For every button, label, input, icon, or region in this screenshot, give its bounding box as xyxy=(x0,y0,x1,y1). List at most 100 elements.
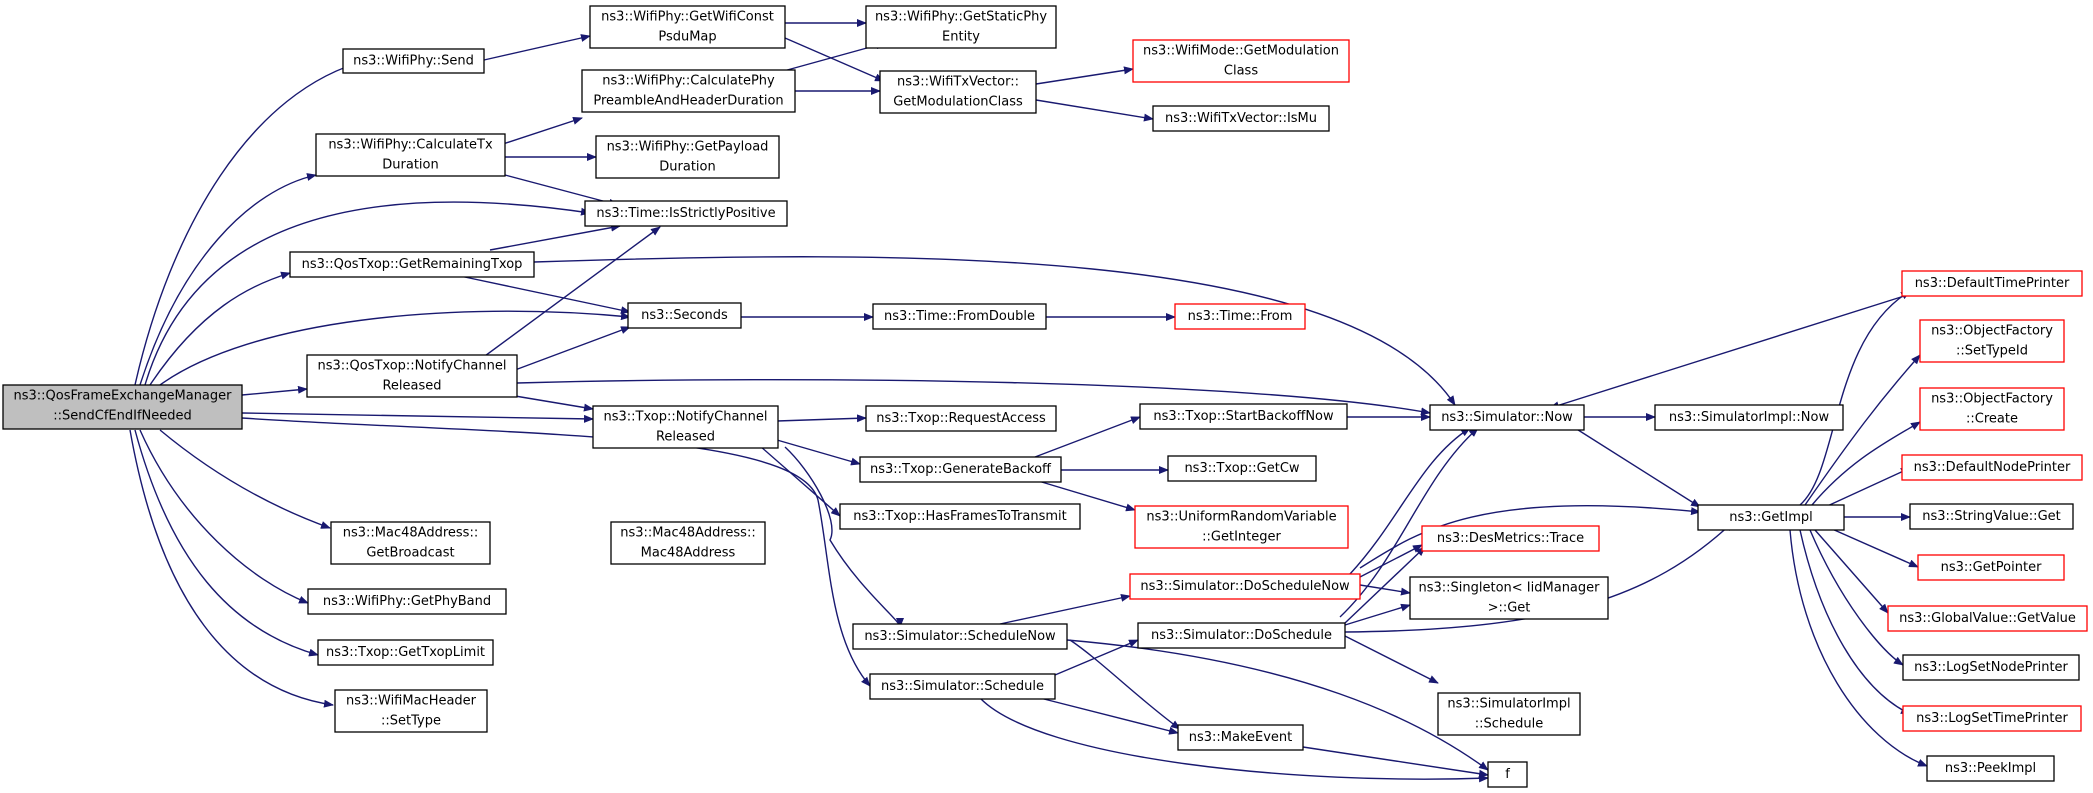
node-object-factory-create[interactable]: ns3::ObjectFactory ::Create xyxy=(1919,387,2065,431)
node-calc-tx-duration-line-1: ns3::WifiPhy::CalculateTx xyxy=(328,138,493,153)
node-get-impl[interactable]: ns3::GetImpl xyxy=(1697,504,1845,531)
node-get-remaining-txop-line-1: ns3::QosTxop::GetRemainingTxop xyxy=(302,257,523,272)
node-peek-impl-line-1: ns3::PeekImpl xyxy=(1945,761,2036,776)
node-get-static-phy-entity[interactable]: ns3::WifiPhy::GetStaticPhy Entity xyxy=(865,5,1057,49)
node-generate-backoff-line-1: ns3::Txop::GenerateBackoff xyxy=(870,462,1052,477)
node-simulator-now[interactable]: ns3::Simulator::Now xyxy=(1429,404,1585,431)
node-simimpl-schedule[interactable]: ns3::SimulatorImpl ::Schedule xyxy=(1437,692,1581,736)
node-schedule[interactable]: ns3::Simulator::Schedule xyxy=(869,673,1056,700)
node-do-schedule-now[interactable]: ns3::Simulator::DoScheduleNow xyxy=(1129,573,1361,600)
node-singleton-get-line-2: >::Get xyxy=(1488,601,1531,616)
node-get-integer[interactable]: ns3::UniformRandomVariable ::GetInteger xyxy=(1134,505,1349,549)
node-make-event[interactable]: ns3::MakeEvent xyxy=(1177,724,1304,751)
node-des-metrics-trace[interactable]: ns3::DesMetrics::Trace xyxy=(1421,525,1600,552)
node-object-factory-create-line-2: ::Create xyxy=(1966,412,2018,427)
node-simulator-now-line-1: ns3::Simulator::Now xyxy=(1441,410,1573,425)
node-default-node-printer[interactable]: ns3::DefaultNodePrinter xyxy=(1901,454,2083,481)
node-object-factory-set-type-id-line-1: ns3::ObjectFactory xyxy=(1931,324,2053,339)
node-schedule-now[interactable]: ns3::Simulator::ScheduleNow xyxy=(852,623,1068,650)
node-seconds-line-1: ns3::Seconds xyxy=(641,308,728,323)
node-do-schedule-line-1: ns3::Simulator::DoSchedule xyxy=(1151,628,1332,643)
node-peek-impl[interactable]: ns3::PeekImpl xyxy=(1926,755,2055,782)
node-simimpl-schedule-line-1: ns3::SimulatorImpl xyxy=(1447,697,1570,712)
node-log-set-node-printer[interactable]: ns3::LogSetNodePrinter xyxy=(1902,654,2080,681)
node-get-payload-duration[interactable]: ns3::WifiPhy::GetPayload Duration xyxy=(595,135,780,179)
node-get-wifi-const-psdu-map-line-2: PsduMap xyxy=(658,30,716,45)
node-default-time-printer[interactable]: ns3::DefaultTimePrinter xyxy=(1901,270,2083,297)
node-from-double-line-1: ns3::Time::FromDouble xyxy=(884,309,1035,324)
node-f[interactable]: f xyxy=(1487,761,1528,788)
node-get-modulation-class-vec-line-2: GetModulationClass xyxy=(893,95,1023,110)
node-time-from-line-1: ns3::Time::From xyxy=(1188,309,1293,324)
node-start-backoff-now[interactable]: ns3::Txop::StartBackoffNow xyxy=(1139,403,1348,430)
node-singleton-get[interactable]: ns3::Singleton< IidManager >::Get xyxy=(1409,576,1609,620)
node-request-access-line-1: ns3::Txop::RequestAccess xyxy=(876,411,1046,426)
node-get-broadcast[interactable]: ns3::Mac48Address:: GetBroadcast xyxy=(330,521,491,565)
node-calc-phy-preamble-line-2: PreambleAndHeaderDuration xyxy=(593,94,783,109)
node-simimpl-now[interactable]: ns3::SimulatorImpl::Now xyxy=(1654,404,1844,431)
node-calc-tx-duration[interactable]: ns3::WifiPhy::CalculateTx Duration xyxy=(315,133,506,177)
node-has-frames-line-1: ns3::Txop::HasFramesToTransmit xyxy=(853,509,1066,524)
node-default-time-printer-line-1: ns3::DefaultTimePrinter xyxy=(1915,276,2070,291)
node-is-mu[interactable]: ns3::WifiTxVector::IsMu xyxy=(1152,105,1330,132)
node-log-set-time-printer[interactable]: ns3::LogSetTimePrinter xyxy=(1902,705,2082,732)
node-get-pointer-line-1: ns3::GetPointer xyxy=(1941,560,2042,575)
node-is-strictly-positive[interactable]: ns3::Time::IsStrictlyPositive xyxy=(584,200,788,227)
node-get-integer-line-2: ::GetInteger xyxy=(1202,530,1281,545)
node-get-modulation-class-mode[interactable]: ns3::WifiMode::GetModulation Class xyxy=(1132,39,1350,83)
node-get-static-phy-entity-line-1: ns3::WifiPhy::GetStaticPhy xyxy=(875,10,1047,25)
node-get-pointer[interactable]: ns3::GetPointer xyxy=(1917,554,2065,581)
node-get-modulation-class-vec-line-1: ns3::WifiTxVector:: xyxy=(897,75,1019,90)
node-get-modulation-class-vec[interactable]: ns3::WifiTxVector:: GetModulationClass xyxy=(879,70,1037,114)
node-get-cw[interactable]: ns3::Txop::GetCw xyxy=(1167,455,1317,482)
node-get-wifi-const-psdu-map[interactable]: ns3::WifiPhy::GetWifiConst PsduMap xyxy=(589,5,786,49)
node-request-access[interactable]: ns3::Txop::RequestAccess xyxy=(865,405,1057,432)
node-time-from[interactable]: ns3::Time::From xyxy=(1174,303,1306,330)
node-has-frames[interactable]: ns3::Txop::HasFramesToTransmit xyxy=(839,503,1081,530)
node-txop-notify-released-line-1: ns3::Txop::NotifyChannel xyxy=(603,410,767,425)
node-simimpl-now-line-1: ns3::SimulatorImpl::Now xyxy=(1669,410,1830,425)
node-root-line-1: ns3::QosFrameExchangeManager xyxy=(13,389,232,404)
node-get-wifi-const-psdu-map-line-1: ns3::WifiPhy::GetWifiConst xyxy=(601,10,774,25)
node-get-broadcast-line-1: ns3::Mac48Address:: xyxy=(343,526,478,541)
node-global-value-get-value-line-1: ns3::GlobalValue::GetValue xyxy=(1899,611,2076,626)
node-simimpl-schedule-line-2: ::Schedule xyxy=(1475,717,1544,732)
node-global-value-get-value[interactable]: ns3::GlobalValue::GetValue xyxy=(1887,605,2088,632)
node-get-phy-band-line-1: ns3::WifiPhy::GetPhyBand xyxy=(323,594,491,609)
node-get-cw-line-1: ns3::Txop::GetCw xyxy=(1184,461,1299,476)
node-object-factory-set-type-id[interactable]: ns3::ObjectFactory ::SetTypeId xyxy=(1919,319,2065,363)
node-wifiphy-send[interactable]: ns3::WifiPhy::Send xyxy=(342,48,485,74)
node-get-broadcast-line-2: GetBroadcast xyxy=(366,546,454,561)
node-get-integer-line-1: ns3::UniformRandomVariable xyxy=(1146,510,1336,525)
node-is-strictly-positive-line-1: ns3::Time::IsStrictlyPositive xyxy=(596,206,775,221)
node-string-value-get[interactable]: ns3::StringValue::Get xyxy=(1909,503,2074,530)
node-generate-backoff[interactable]: ns3::Txop::GenerateBackoff xyxy=(859,456,1062,483)
node-calc-phy-preamble[interactable]: ns3::WifiPhy::CalculatePhy PreambleAndHe… xyxy=(581,69,796,113)
call-edges xyxy=(129,19,1928,783)
node-qos-notify-released[interactable]: ns3::QosTxop::NotifyChannel Released xyxy=(306,354,518,398)
node-get-static-phy-entity-line-2: Entity xyxy=(942,30,980,45)
node-mac48-address-line-1: ns3::Mac48Address:: xyxy=(620,526,755,541)
node-get-modulation-class-mode-line-1: ns3::WifiMode::GetModulation xyxy=(1143,44,1339,59)
node-seconds[interactable]: ns3::Seconds xyxy=(627,302,742,329)
node-wifiphy-send-line-1: ns3::WifiPhy::Send xyxy=(353,54,474,69)
node-from-double[interactable]: ns3::Time::FromDouble xyxy=(872,303,1047,330)
node-is-mu-line-1: ns3::WifiTxVector::IsMu xyxy=(1165,111,1317,126)
node-log-set-time-printer-line-1: ns3::LogSetTimePrinter xyxy=(1916,711,2068,726)
node-set-type[interactable]: ns3::WifiMacHeader ::SetType xyxy=(334,689,488,733)
node-root[interactable]: ns3::QosFrameExchangeManager ::SendCfEnd… xyxy=(2,384,243,430)
node-mac48-address[interactable]: ns3::Mac48Address:: Mac48Address xyxy=(610,521,766,565)
node-string-value-get-line-1: ns3::StringValue::Get xyxy=(1922,509,2060,524)
node-object-factory-create-line-1: ns3::ObjectFactory xyxy=(1931,392,2053,407)
node-get-impl-line-1: ns3::GetImpl xyxy=(1729,510,1813,525)
node-calc-tx-duration-line-2: Duration xyxy=(382,158,438,173)
node-qos-notify-released-line-1: ns3::QosTxop::NotifyChannel xyxy=(317,359,506,374)
node-txop-notify-released[interactable]: ns3::Txop::NotifyChannel Released xyxy=(592,405,779,449)
node-object-factory-set-type-id-line-2: ::SetTypeId xyxy=(1956,344,2028,359)
node-do-schedule[interactable]: ns3::Simulator::DoSchedule xyxy=(1137,622,1346,649)
node-get-phy-band[interactable]: ns3::WifiPhy::GetPhyBand xyxy=(307,588,507,615)
node-get-txop-limit[interactable]: ns3::Txop::GetTxopLimit xyxy=(317,639,494,666)
node-get-remaining-txop[interactable]: ns3::QosTxop::GetRemainingTxop xyxy=(289,251,535,278)
node-f-line-1: f xyxy=(1505,767,1510,782)
